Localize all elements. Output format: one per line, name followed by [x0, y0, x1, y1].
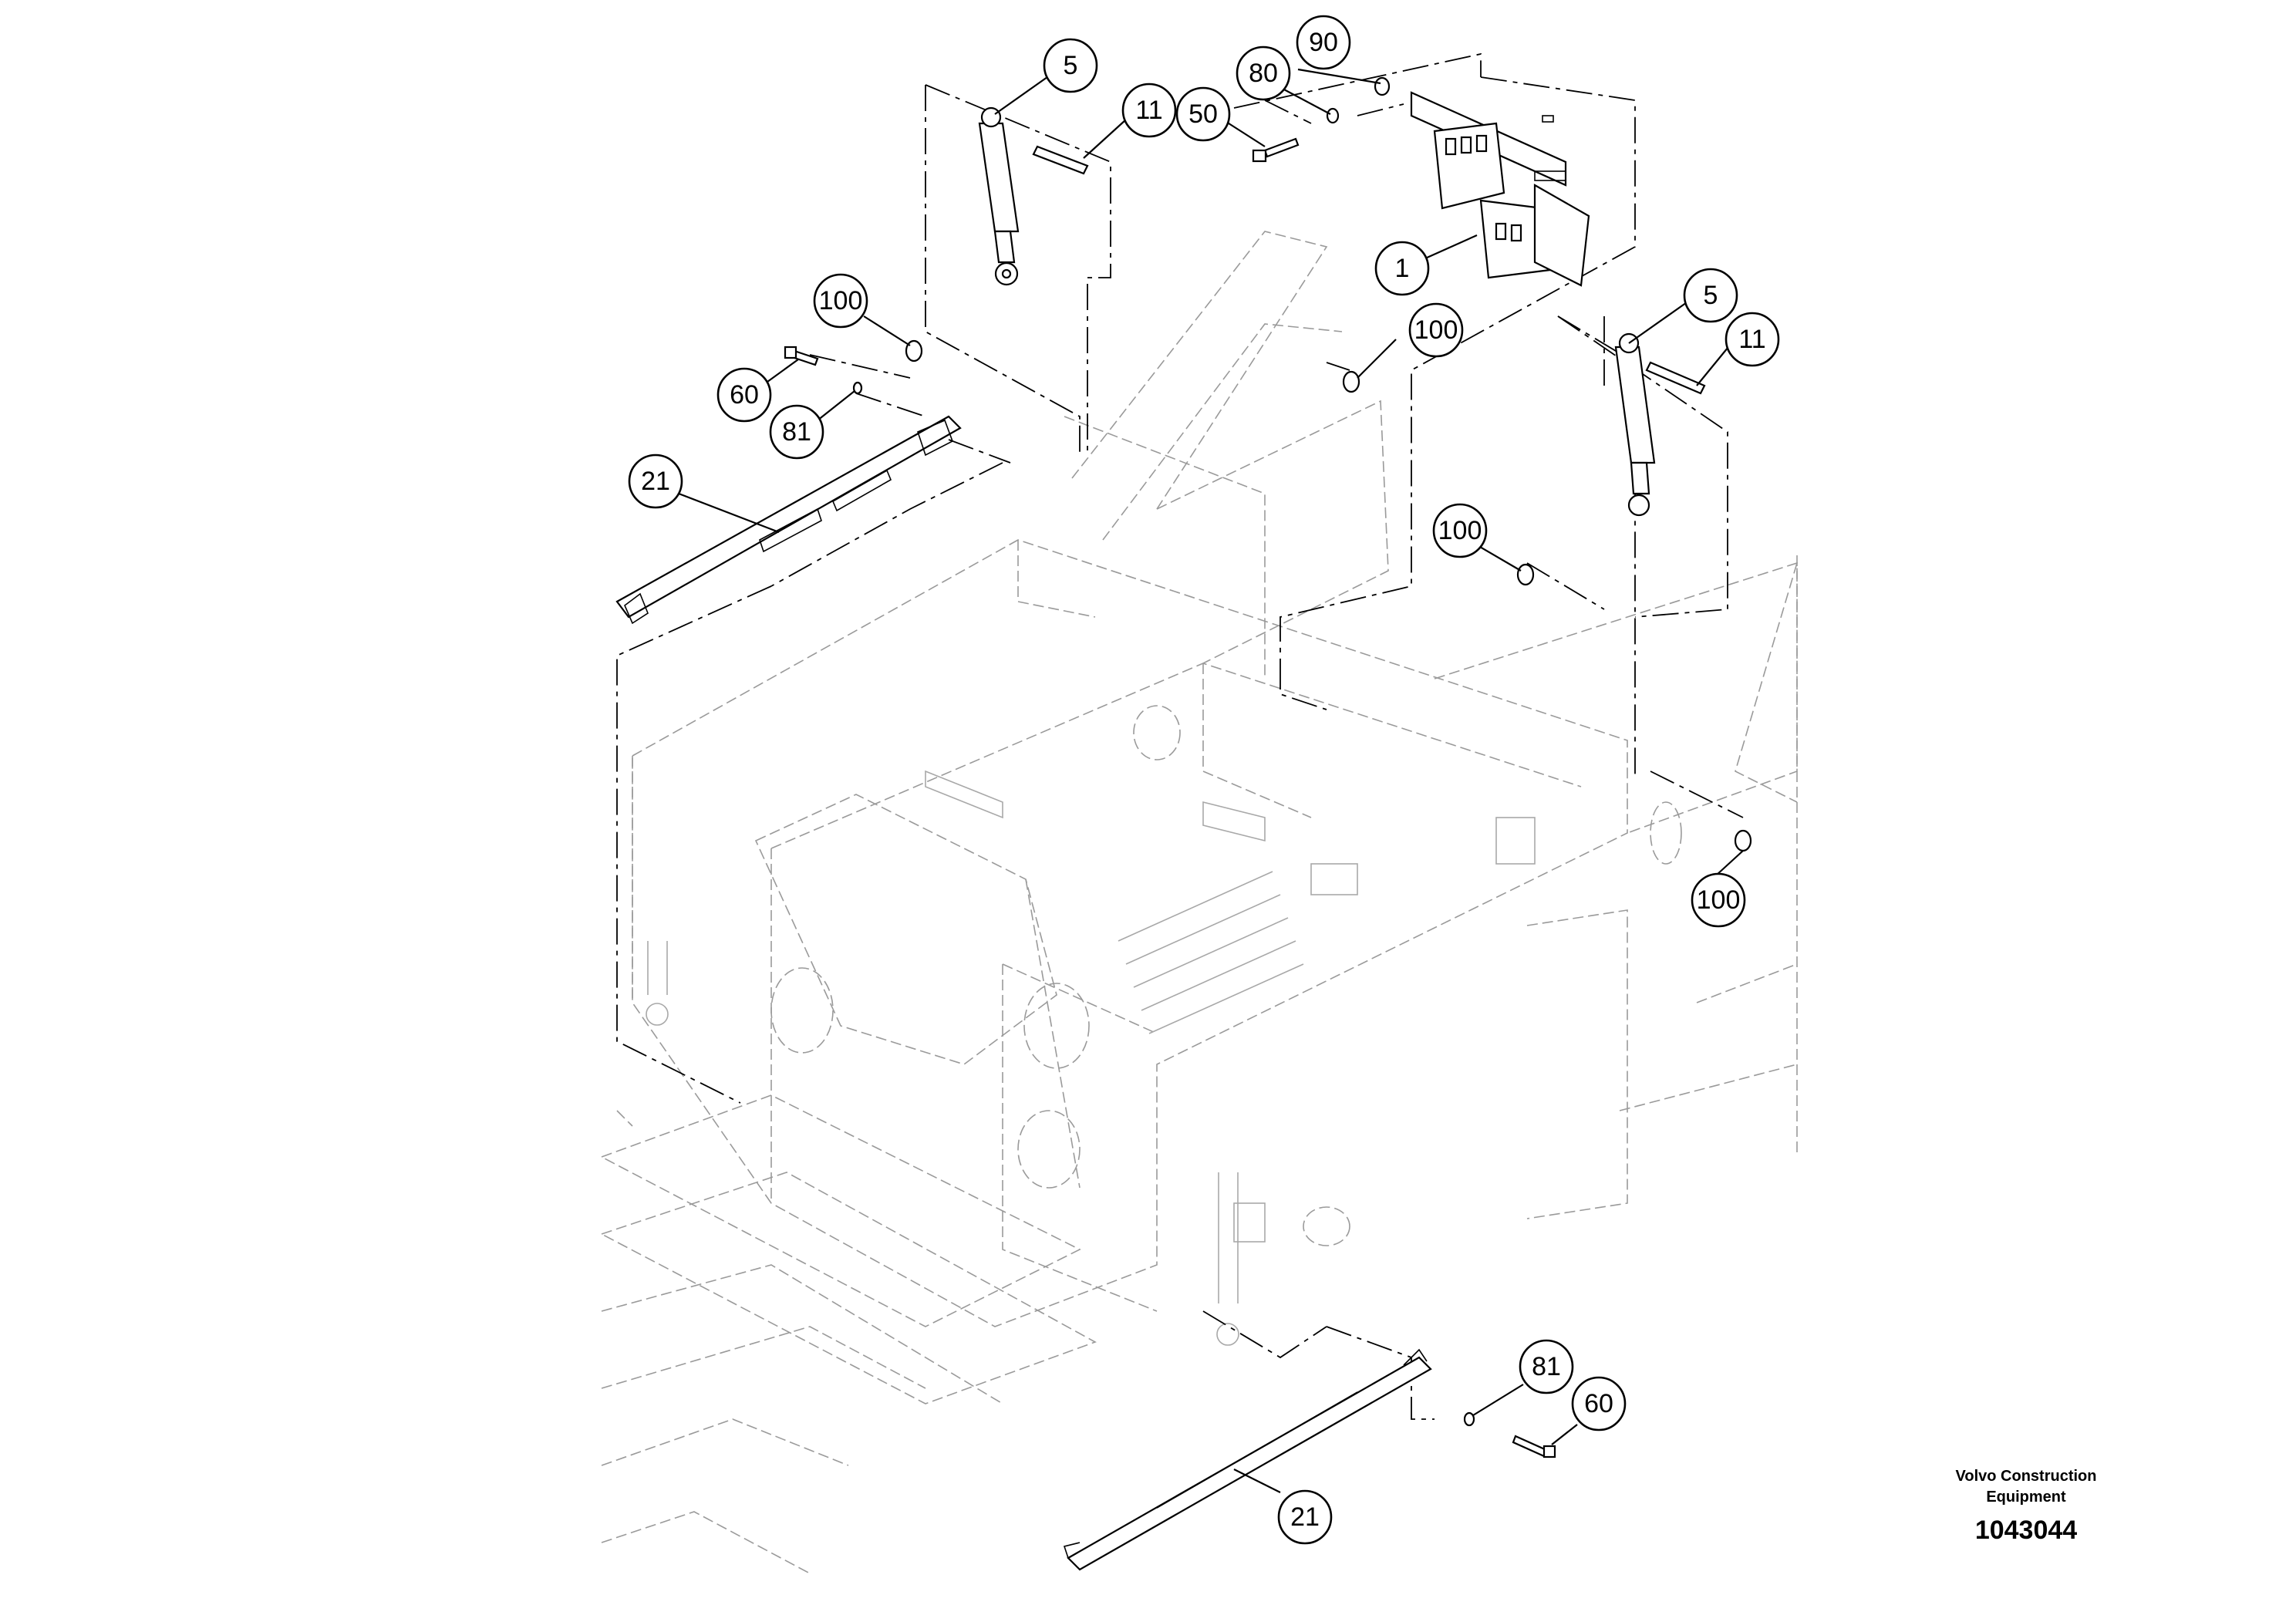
svg-text:80: 80 — [1249, 59, 1278, 88]
callout-80: 80 — [1236, 46, 1291, 101]
o-ring-100-b — [1342, 370, 1360, 393]
callout-81-left: 81 — [769, 404, 824, 460]
callout-100-top-left: 100 — [813, 273, 868, 329]
drawing-number: 1043044 — [1975, 1516, 2077, 1545]
callout-100-middle-right: 100 — [1432, 503, 1488, 558]
svg-text:100: 100 — [1697, 885, 1741, 915]
washer-80 — [1326, 107, 1340, 124]
svg-text:100: 100 — [819, 286, 863, 315]
callout-5-right: 5 — [1683, 268, 1738, 323]
hydraulic-cylinder-left — [978, 106, 1020, 286]
bolt-60-left — [784, 346, 819, 366]
brand-line-2: Equipment — [1986, 1489, 2066, 1506]
callout-1: 1 — [1374, 241, 1430, 296]
svg-text:11: 11 — [1738, 325, 1765, 354]
callout-60-bottom: 60 — [1571, 1376, 1627, 1431]
pin-right — [1645, 361, 1706, 395]
svg-text:81: 81 — [782, 417, 811, 447]
washer-90 — [1374, 76, 1391, 96]
brand-block: Volvo Construction Equipment 1043044 — [1956, 1468, 2097, 1545]
o-ring-100-a — [905, 339, 923, 363]
callout-60-left: 60 — [716, 367, 772, 423]
leader-lines — [678, 68, 1744, 1493]
rail-21-bottom — [1063, 1348, 1432, 1571]
callout-90: 90 — [1296, 15, 1351, 70]
svg-text:100: 100 — [1438, 516, 1482, 545]
washer-81-bottom — [1463, 1411, 1475, 1427]
svg-text:100: 100 — [1414, 315, 1458, 345]
svg-text:5: 5 — [1064, 51, 1078, 80]
svg-text:60: 60 — [730, 380, 759, 410]
callout-81-bottom: 81 — [1519, 1339, 1574, 1394]
callout-100-top-middle: 100 — [1408, 302, 1464, 358]
callout-21-bottom: 21 — [1277, 1489, 1333, 1545]
callout-11-left: 11 — [1121, 83, 1177, 138]
assembly-outlines — [616, 52, 1744, 1420]
washer-81-left — [852, 381, 863, 395]
svg-text:50: 50 — [1188, 99, 1218, 129]
svg-text:90: 90 — [1309, 28, 1338, 57]
callout-21-top: 21 — [628, 454, 683, 509]
hydraulic-cylinder-right — [1614, 332, 1656, 517]
svg-text:5: 5 — [1704, 281, 1718, 310]
valve-block — [1410, 91, 1590, 287]
callout-11-right: 11 — [1725, 312, 1780, 367]
svg-text:1: 1 — [1395, 254, 1410, 283]
frame-chassis — [599, 231, 1798, 1574]
svg-text:81: 81 — [1532, 1352, 1561, 1381]
o-ring-100-d — [1734, 829, 1752, 852]
callout-50: 50 — [1175, 86, 1231, 142]
svg-text:21: 21 — [1290, 1502, 1320, 1532]
bolt-50 — [1252, 137, 1300, 163]
bolt-60-bottom — [1512, 1435, 1556, 1458]
brand-line-1: Volvo Construction — [1956, 1468, 2097, 1485]
callout-100-right: 100 — [1691, 872, 1746, 928]
svg-text:60: 60 — [1584, 1389, 1613, 1418]
svg-text:11: 11 — [1135, 96, 1162, 125]
rail-21-top — [615, 415, 962, 625]
callout-5-left: 5 — [1043, 38, 1098, 93]
pin-left — [1032, 145, 1089, 175]
svg-text:21: 21 — [641, 467, 670, 496]
o-ring-100-c — [1516, 563, 1535, 586]
